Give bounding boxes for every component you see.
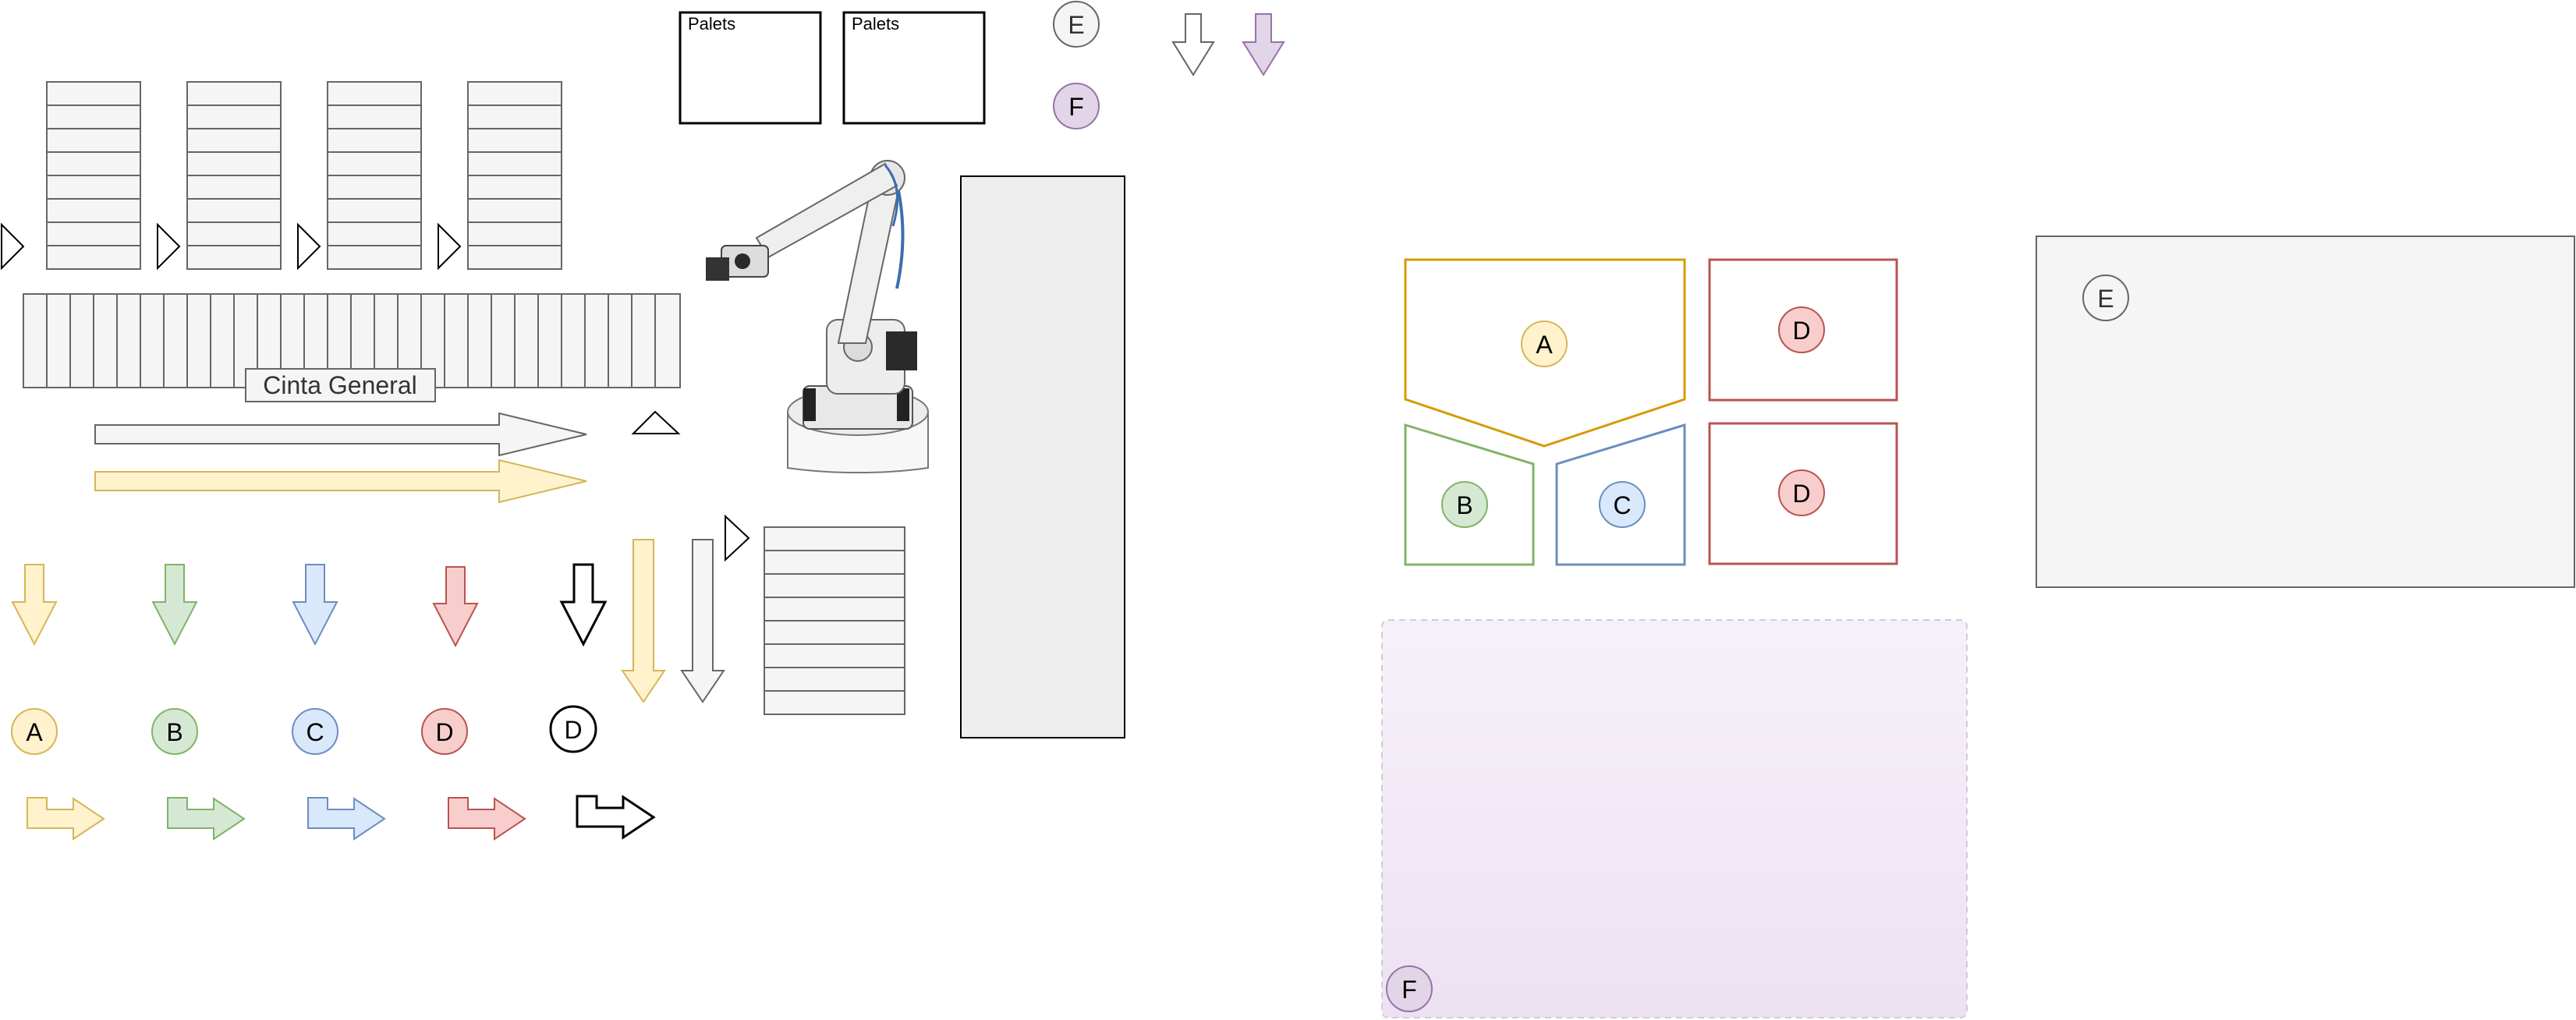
cinta-general-label: Cinta General	[263, 371, 416, 399]
legend-circle-E	[1053, 1, 1100, 48]
zone-D-2-label: D	[1792, 480, 1810, 508]
flow-triangle-4	[438, 222, 462, 271]
legend-label-D-red: D	[435, 718, 453, 746]
legend-circle-D-red	[421, 708, 468, 755]
zone-C-badge	[1599, 481, 1646, 528]
bent-arrow-C	[307, 797, 386, 841]
bent-arrow-black	[576, 795, 656, 840]
pallet-zone-tall	[960, 175, 1125, 738]
cinta-general-label-box	[245, 368, 436, 402]
legend-label-B: B	[166, 718, 182, 746]
zone-F	[1381, 619, 1968, 1018]
zone-C-label: C	[1613, 491, 1631, 519]
legend-label-F: F	[1068, 93, 1084, 121]
bent-arrow-A	[27, 797, 105, 841]
flow-triangle-3	[297, 222, 321, 271]
legend-circle-D-white	[549, 705, 597, 753]
arrow-down-A	[11, 564, 58, 646]
arrow-down-E	[1171, 13, 1215, 76]
arrow-down-long-grey	[680, 539, 725, 703]
arrow-down-F	[1242, 13, 1285, 76]
legend-circle-C	[292, 708, 338, 755]
zone-D-1-label: D	[1792, 317, 1810, 345]
legend-circle-A	[11, 708, 58, 755]
zone-A-label: A	[1536, 331, 1553, 359]
zone-B-label: B	[1456, 491, 1472, 519]
zone-D-1-badge	[1778, 306, 1825, 353]
legend-circle-B	[151, 708, 198, 755]
industrial-robot-icon	[706, 160, 929, 474]
flow-triangle-up	[631, 410, 681, 434]
stack-dividers	[47, 104, 562, 246]
conveyor-arrow-yellow	[94, 459, 587, 504]
legend-label-D-white: D	[564, 716, 582, 744]
zone-F-label: F	[1401, 976, 1417, 1004]
legend-label-A: A	[26, 718, 43, 746]
conveyor-arrow-grey	[94, 412, 587, 457]
arrow-down-black	[559, 563, 608, 647]
zone-E-label: E	[2097, 285, 2114, 313]
arrow-down-D	[432, 566, 479, 648]
zone-D-2-badge	[1778, 469, 1825, 516]
arrow-down-C	[292, 564, 338, 646]
conveyor-slats	[46, 294, 656, 388]
palets-box-1	[679, 11, 822, 125]
zone-B-badge	[1441, 481, 1488, 528]
flow-triangle-5	[725, 514, 750, 562]
legend-label-E: E	[1068, 11, 1084, 39]
stack-5-dividers	[764, 550, 905, 692]
palets-label-1: Palets	[688, 14, 735, 34]
flow-triangle-1	[0, 222, 25, 271]
arrow-down-B	[151, 564, 198, 646]
palets-box-2	[842, 11, 986, 125]
zone-E-badge	[2082, 274, 2129, 321]
bent-arrow-D	[448, 797, 526, 841]
zone-F-badge	[1386, 965, 1433, 1012]
arrow-down-long-yellow	[621, 539, 666, 703]
flow-triangle-2	[157, 222, 181, 271]
legend-circle-F	[1053, 83, 1100, 129]
palets-label-2: Palets	[852, 14, 899, 34]
bent-arrow-B	[167, 797, 246, 841]
legend-label-C: C	[306, 718, 324, 746]
general-conveyor	[23, 293, 681, 388]
zone-A-badge	[1521, 321, 1568, 367]
